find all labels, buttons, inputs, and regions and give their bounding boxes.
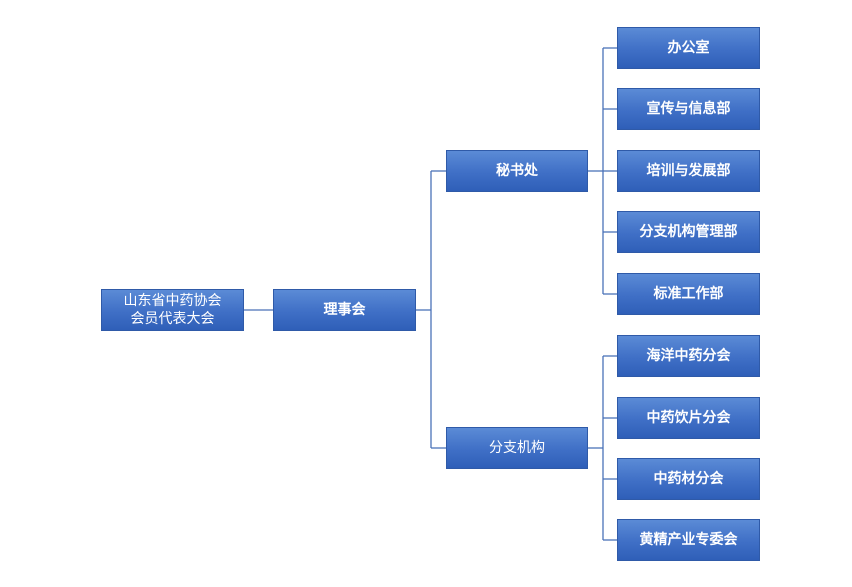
node-member-congress: 山东省中药协会 会员代表大会 [101, 289, 244, 331]
node-materials-label: 中药材分会 [653, 471, 724, 487]
node-standards: 标准工作部 [617, 273, 760, 315]
node-marine-tcm: 海洋中药分会 [617, 335, 760, 377]
node-training: 培训与发展部 [617, 150, 760, 192]
node-council-label: 理事会 [323, 302, 366, 318]
node-office: 办公室 [617, 27, 760, 69]
node-training-label: 培训与发展部 [646, 163, 731, 179]
node-secretariat: 秘书处 [446, 150, 588, 192]
node-branch-mgmt-label: 分支机构管理部 [639, 224, 738, 240]
node-office-label: 办公室 [667, 40, 710, 56]
node-branches: 分支机构 [446, 427, 588, 469]
node-branch-mgmt: 分支机构管理部 [617, 211, 760, 253]
node-publicity-label: 宣传与信息部 [646, 101, 731, 117]
node-huangjing-label: 黄精产业专委会 [639, 532, 738, 548]
node-publicity: 宣传与信息部 [617, 88, 760, 130]
node-decoction-pieces-label: 中药饮片分会 [646, 410, 731, 426]
node-council: 理事会 [273, 289, 416, 331]
node-member-congress-line1: 山东省中药协会 [123, 293, 222, 309]
node-marine-tcm-label: 海洋中药分会 [646, 348, 731, 364]
node-secretariat-label: 秘书处 [496, 163, 538, 179]
node-branches-label: 分支机构 [489, 440, 545, 456]
node-member-congress-line2: 会员代表大会 [130, 311, 215, 327]
node-decoction-pieces: 中药饮片分会 [617, 397, 760, 439]
node-huangjing: 黄精产业专委会 [617, 519, 760, 561]
node-materials: 中药材分会 [617, 458, 760, 500]
node-standards-label: 标准工作部 [653, 286, 724, 302]
